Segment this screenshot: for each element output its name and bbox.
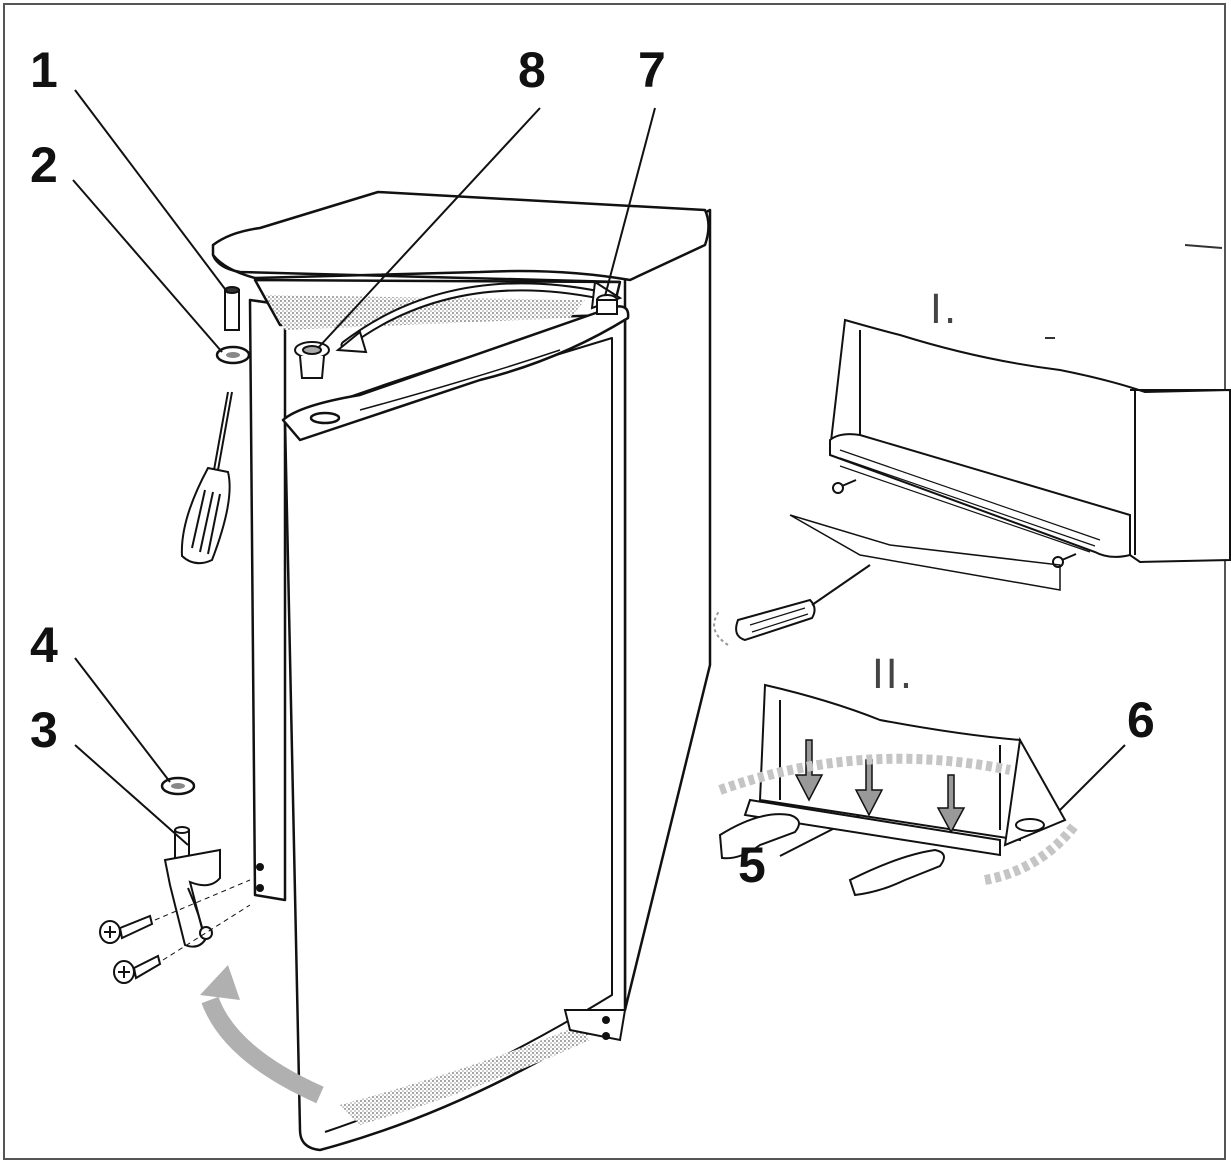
press-motion-shade: [984, 821, 1079, 885]
part-7-top-hinge-pin: [596, 294, 618, 315]
screw: [113, 954, 162, 984]
bottom-hinge-block: [563, 1009, 627, 1042]
transfer-arrow: [342, 284, 603, 348]
press-motion-shade: [718, 753, 1011, 795]
callout-5: 5: [738, 837, 766, 893]
rotation-hint: [713, 609, 729, 646]
figure-frame: [3, 3, 1226, 1160]
door-bottom-shading: [340, 1025, 590, 1125]
screw: [99, 914, 154, 944]
callout-6: 6: [1127, 692, 1155, 748]
inset-step-1: [789, 318, 1231, 591]
door-rotation-arrow-head: [200, 965, 240, 1000]
door-rotation-arrow: [201, 996, 324, 1104]
screwdriver-inset-1: [735, 564, 871, 642]
scan-mark: [1184, 244, 1223, 249]
alignment-line: [154, 879, 251, 921]
transfer-arrow-head: [335, 330, 368, 354]
hand-right: [848, 848, 945, 897]
hinge-hole: [602, 1032, 610, 1040]
step-label-2: II.: [872, 652, 915, 698]
callout-8: 8: [518, 42, 546, 98]
step-label-1: I.: [930, 287, 959, 333]
hinge-hole: [602, 1016, 610, 1024]
part-2-washer-hole: [226, 352, 240, 358]
part-4-washer-hole: [171, 783, 185, 789]
part-1-hinge-pin: [224, 286, 240, 331]
inner-shading: [265, 295, 585, 330]
hinge-hole: [256, 884, 264, 892]
part-8-cover-cap: [294, 341, 330, 379]
screwdriver-left: [180, 391, 233, 565]
callout-1: 1: [30, 42, 58, 98]
alignment-line: [162, 904, 251, 961]
callout-7: 7: [638, 42, 666, 98]
callout-3: 3: [30, 702, 58, 758]
hand-left: [718, 813, 800, 860]
hinge-hole: [256, 863, 264, 871]
callout-4: 4: [30, 617, 58, 673]
callout-2: 2: [30, 137, 58, 193]
